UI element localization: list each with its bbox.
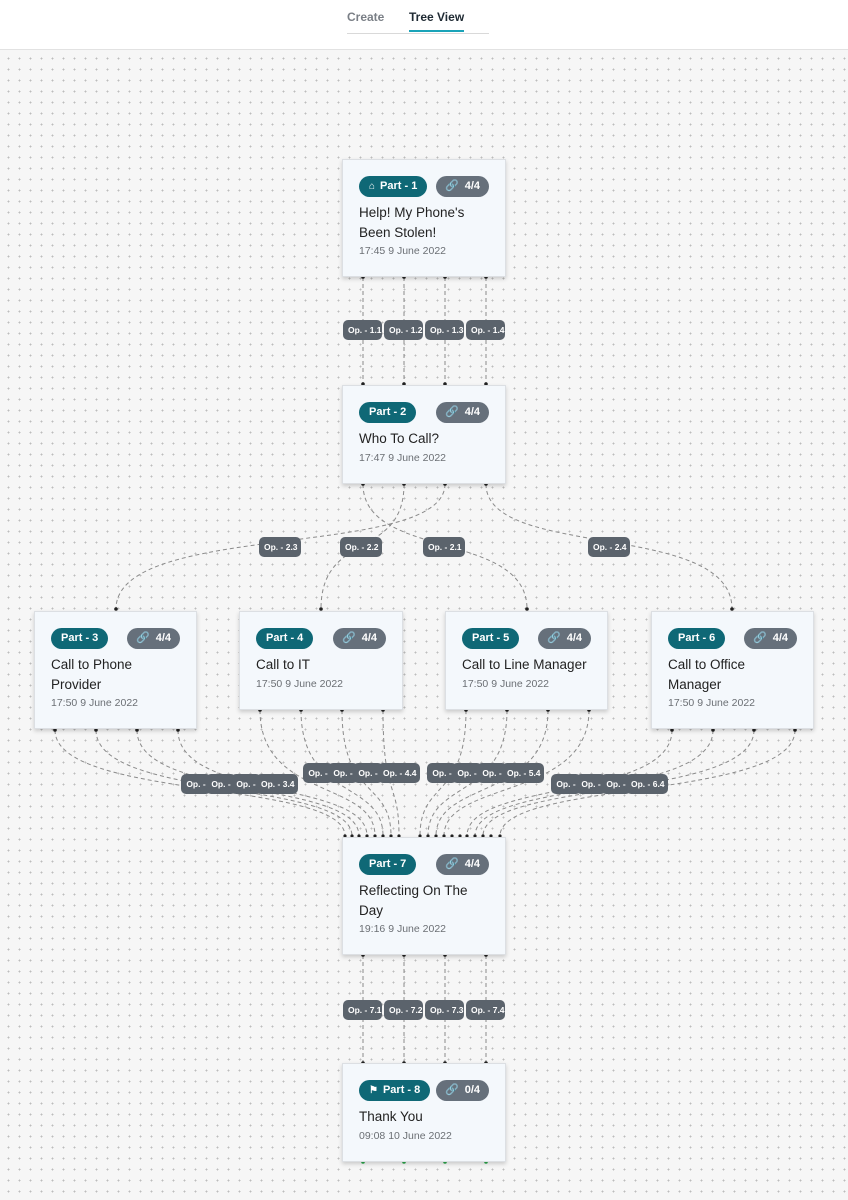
option-label[interactable]: Op. - bbox=[477, 763, 507, 783]
option-label[interactable]: Op. - bbox=[551, 774, 581, 794]
link-icon: 🔗 bbox=[445, 858, 459, 870]
option-label[interactable]: Op. - 6.4 bbox=[626, 774, 668, 794]
part-badge: Part - 2 bbox=[359, 402, 417, 423]
node-part-8[interactable]: ⚑Part - 8 🔗0/4 Thank You 09:08 10 June 2… bbox=[342, 1063, 506, 1162]
node-title: Call to Office Manager bbox=[668, 657, 746, 692]
option-label[interactable]: Op. - 2.4 bbox=[588, 537, 630, 557]
links-badge[interactable]: 🔗4/4 bbox=[436, 402, 489, 423]
option-label[interactable]: Op. - bbox=[181, 774, 211, 794]
option-label[interactable]: Op. - 1.2 bbox=[384, 320, 423, 340]
node-part-2[interactable]: Part - 2 🔗4/4 Who To Call? 17:47 9 June … bbox=[342, 385, 506, 484]
links-badge[interactable]: 🔗4/4 bbox=[333, 628, 386, 649]
option-label[interactable]: Op. - 4.4 bbox=[378, 763, 420, 783]
option-label[interactable]: Op. - 3.4 bbox=[256, 774, 298, 794]
link-icon: 🔗 bbox=[445, 180, 459, 192]
node-title: Thank You bbox=[359, 1109, 423, 1124]
option-label[interactable]: Op. - 7.1 bbox=[343, 1000, 382, 1020]
links-badge[interactable]: 🔗4/4 bbox=[436, 854, 489, 875]
node-timestamp: 19:16 9 June 2022 bbox=[359, 923, 446, 935]
links-badge[interactable]: 🔗0/4 bbox=[436, 1080, 489, 1101]
link-icon: 🔗 bbox=[445, 1084, 459, 1096]
node-title: Reflecting On The Day bbox=[359, 883, 468, 918]
home-icon: ⌂ bbox=[369, 181, 376, 192]
node-part-7[interactable]: Part - 7 🔗4/4 Reflecting On The Day 19:1… bbox=[342, 837, 506, 955]
active-tab-indicator bbox=[409, 30, 464, 32]
link-icon: 🔗 bbox=[753, 632, 767, 644]
node-part-5[interactable]: Part - 5 🔗4/4 Call to Line Manager 17:50… bbox=[445, 611, 608, 710]
option-label[interactable]: Op. - bbox=[328, 763, 358, 783]
part-badge: Part - 3 bbox=[51, 628, 109, 649]
node-title: Call to Line Manager bbox=[462, 657, 587, 672]
option-label[interactable]: Op. - bbox=[601, 774, 631, 794]
node-title: Help! My Phone's Been Stolen! bbox=[359, 205, 465, 240]
node-part-4[interactable]: Part - 4 🔗4/4 Call to IT 17:50 9 June 20… bbox=[239, 611, 403, 710]
option-label[interactable]: Op. - 2.3 bbox=[259, 537, 301, 557]
links-badge[interactable]: 🔗4/4 bbox=[538, 628, 591, 649]
option-label[interactable]: Op. - bbox=[206, 774, 236, 794]
link-icon: 🔗 bbox=[342, 632, 356, 644]
node-timestamp: 17:47 9 June 2022 bbox=[359, 452, 446, 464]
links-badge[interactable]: 🔗4/4 bbox=[127, 628, 180, 649]
option-label[interactable]: Op. - bbox=[353, 763, 383, 783]
link-icon: 🔗 bbox=[136, 632, 150, 644]
option-label[interactable]: Op. - 2.1 bbox=[423, 537, 465, 557]
option-label[interactable]: Op. - bbox=[576, 774, 606, 794]
node-part-3[interactable]: Part - 3 🔗4/4 Call to Phone Provider 17:… bbox=[34, 611, 197, 729]
part-badge: Part - 4 bbox=[256, 628, 314, 649]
part-badge: Part - 5 bbox=[462, 628, 520, 649]
option-label[interactable]: Op. - 1.4 bbox=[466, 320, 505, 340]
part-badge: Part - 6 bbox=[668, 628, 726, 649]
node-timestamp: 17:50 9 June 2022 bbox=[668, 697, 755, 709]
node-timestamp: 17:50 9 June 2022 bbox=[462, 678, 549, 690]
option-label[interactable]: Op. - bbox=[231, 774, 261, 794]
node-title: Who To Call? bbox=[359, 431, 440, 446]
option-label[interactable]: Op. - 7.2 bbox=[384, 1000, 423, 1020]
option-label[interactable]: Op. - 2.2 bbox=[340, 537, 382, 557]
links-badge[interactable]: 🔗4/4 bbox=[436, 176, 489, 197]
node-timestamp: 17:45 9 June 2022 bbox=[359, 245, 446, 257]
link-icon: 🔗 bbox=[547, 632, 561, 644]
part-badge: ⚑Part - 8 bbox=[359, 1080, 431, 1101]
option-label[interactable]: Op. - 1.1 bbox=[343, 320, 382, 340]
finish-flag-icon: ⚑ bbox=[369, 1085, 378, 1096]
option-label[interactable]: Op. - bbox=[427, 763, 457, 783]
option-label[interactable]: Op. - bbox=[303, 763, 333, 783]
link-icon: 🔗 bbox=[445, 406, 459, 418]
part-badge: Part - 7 bbox=[359, 854, 417, 875]
node-title: Call to IT bbox=[256, 657, 311, 672]
part-badge: ⌂Part - 1 bbox=[359, 176, 428, 197]
tab-create[interactable]: Create bbox=[347, 10, 385, 24]
view-tabs: Create Tree View bbox=[347, 0, 489, 34]
node-timestamp: 17:50 9 June 2022 bbox=[51, 697, 138, 709]
node-part-1[interactable]: ⌂Part - 1 🔗4/4 Help! My Phone's Been Sto… bbox=[342, 159, 506, 277]
option-label[interactable]: Op. - 7.3 bbox=[425, 1000, 464, 1020]
node-title: Call to Phone Provider bbox=[51, 657, 133, 692]
option-label[interactable]: Op. - 1.3 bbox=[425, 320, 464, 340]
node-timestamp: 09:08 10 June 2022 bbox=[359, 1130, 452, 1142]
option-label[interactable]: Op. - bbox=[452, 763, 482, 783]
node-timestamp: 17:50 9 June 2022 bbox=[256, 678, 343, 690]
links-badge[interactable]: 🔗4/4 bbox=[744, 628, 797, 649]
tab-tree-view[interactable]: Tree View bbox=[409, 10, 465, 24]
option-label[interactable]: Op. - 7.4 bbox=[466, 1000, 505, 1020]
node-part-6[interactable]: Part - 6 🔗4/4 Call to Office Manager 17:… bbox=[651, 611, 814, 729]
option-label[interactable]: Op. - 5.4 bbox=[502, 763, 544, 783]
top-bar: Create Tree View bbox=[0, 0, 848, 50]
